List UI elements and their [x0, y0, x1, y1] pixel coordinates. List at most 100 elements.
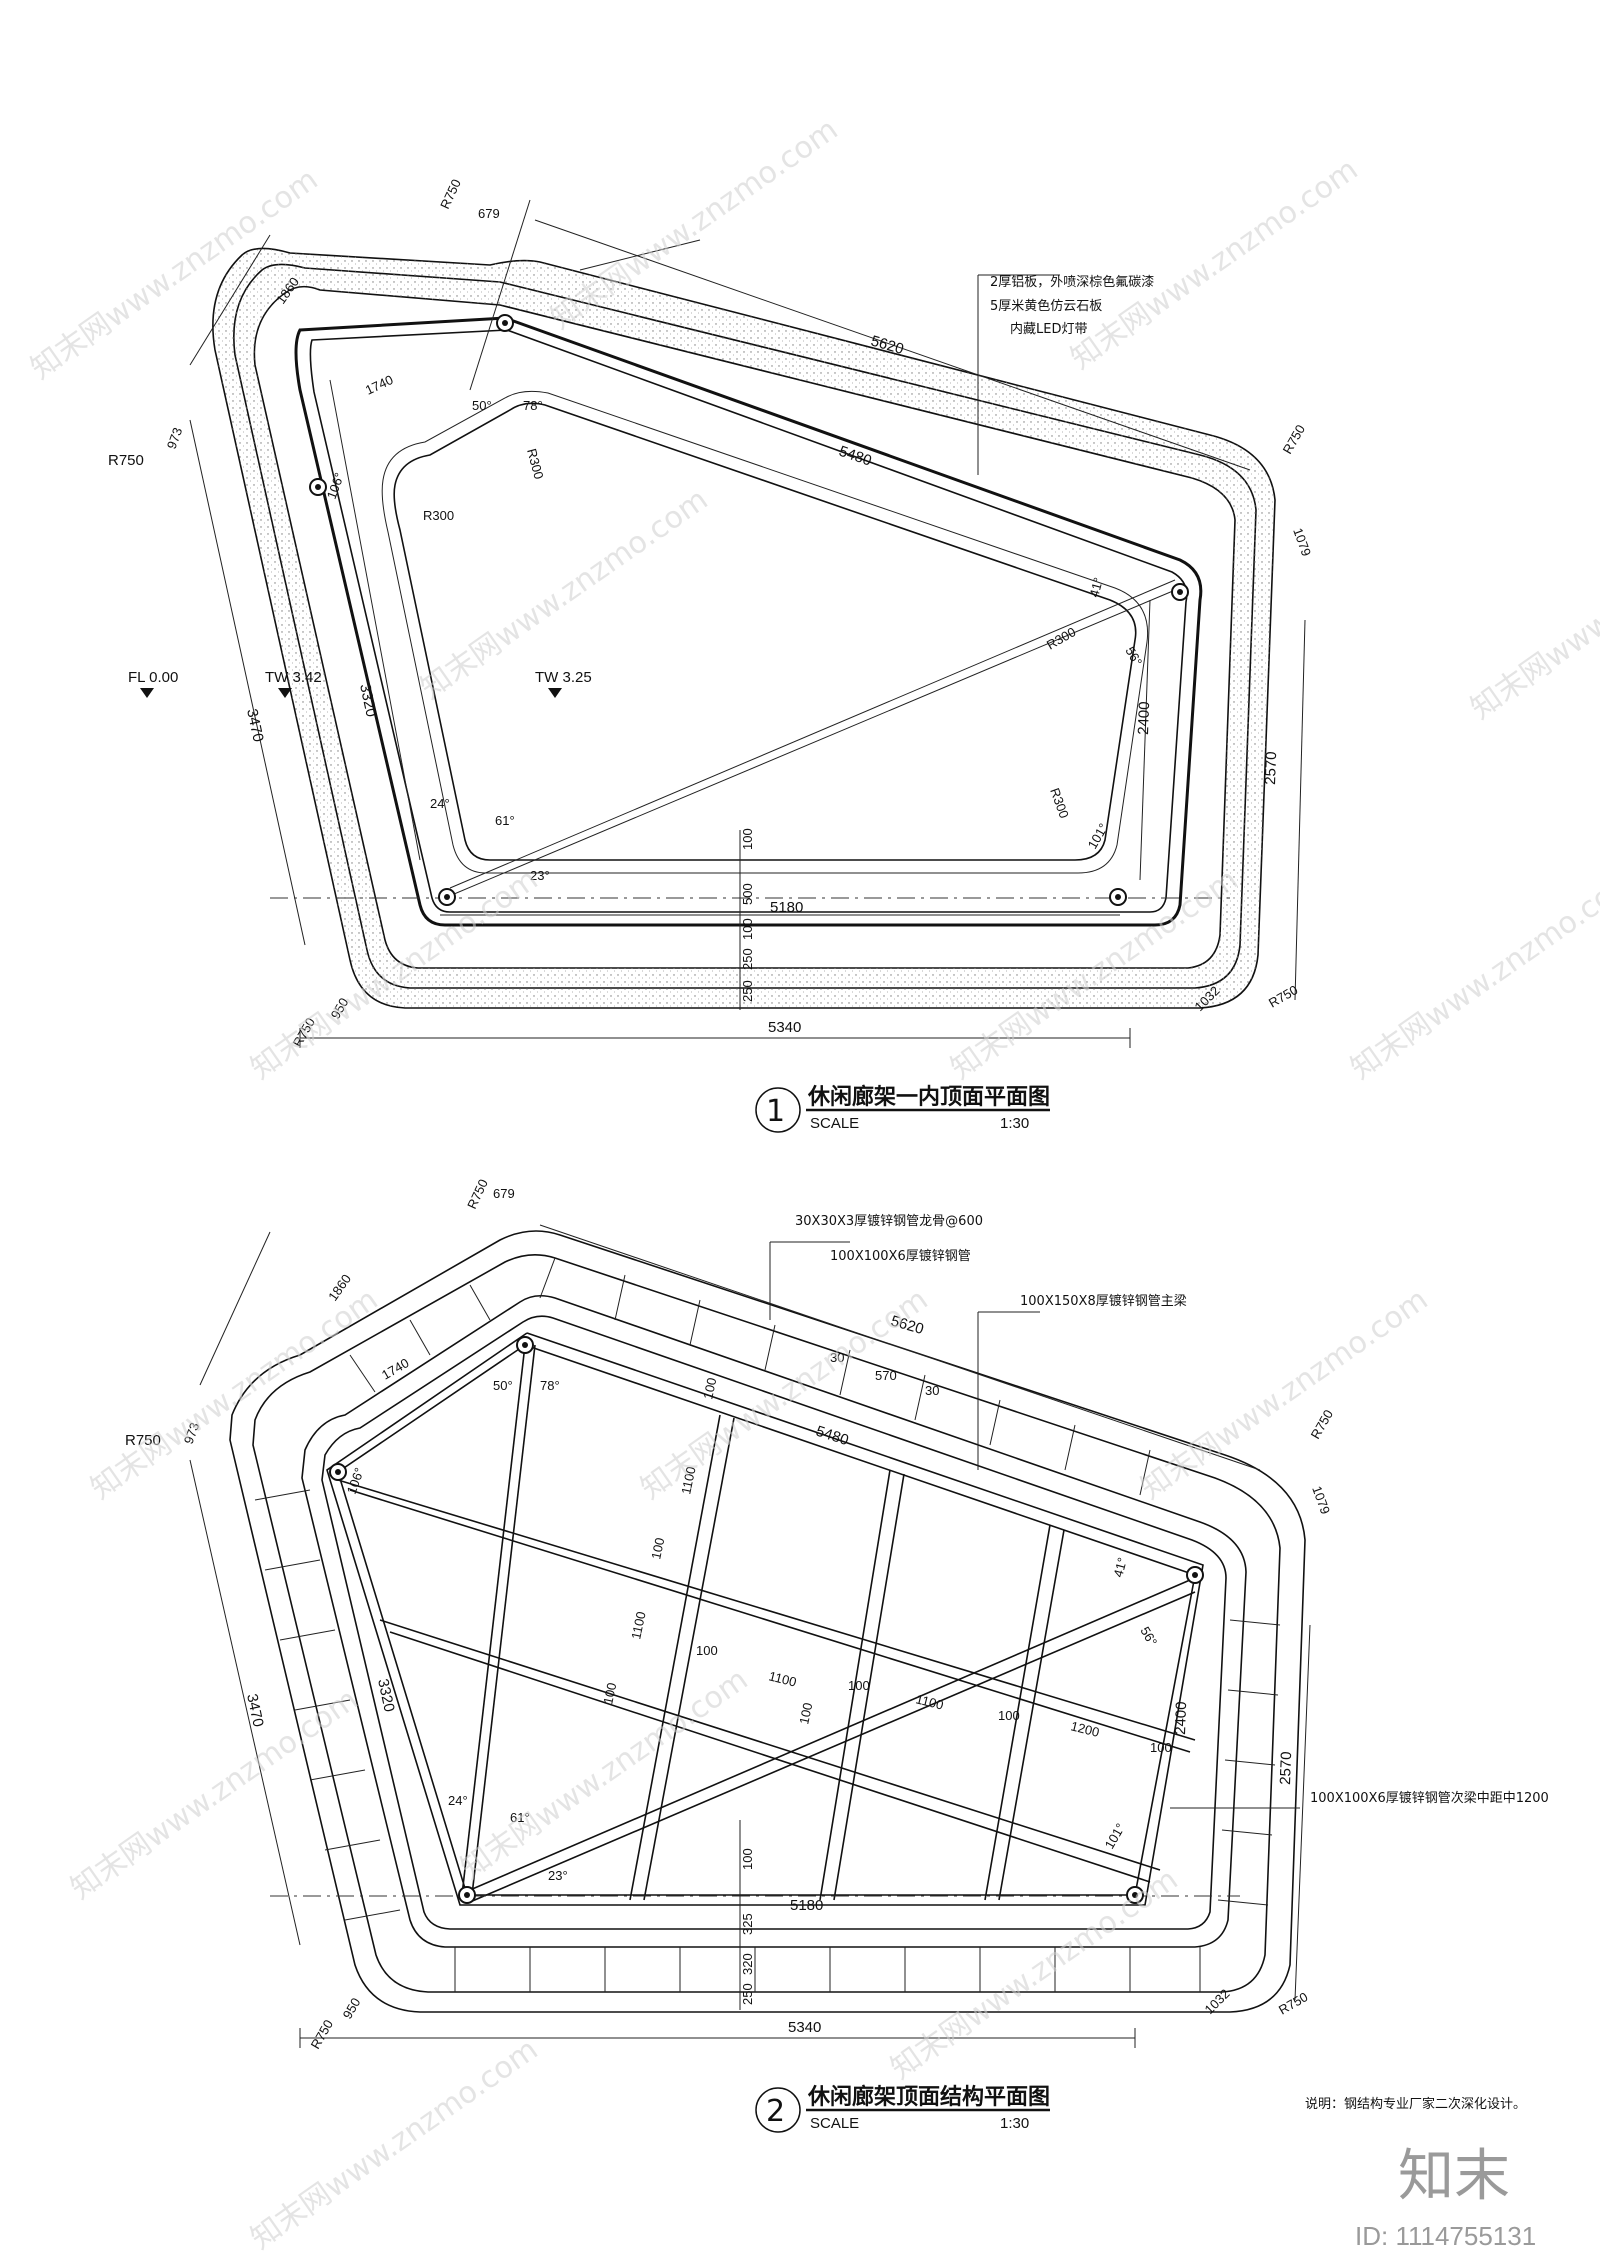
plan1-dimension-lines	[189, 199, 1306, 1048]
dim-label: R750	[125, 1432, 161, 1449]
watermark-text: 知末网www.znzmo.com	[1345, 862, 1600, 1087]
dim-label: 1740	[363, 372, 396, 398]
plan1-scale: 1:30	[1000, 1115, 1029, 1132]
dim-label: 5340	[768, 1019, 801, 1036]
plan1-inner-panel-2	[381, 390, 1149, 874]
plan2-secondary-beams	[337, 1344, 1196, 1903]
dim-label: 100	[998, 1708, 1020, 1723]
dim-label: 100	[600, 1681, 619, 1705]
dim-label: 100	[1150, 1740, 1172, 1755]
angle-label: 56°	[1122, 644, 1145, 669]
brand-logo-text: 知末	[1398, 2144, 1510, 2209]
dim-label: R750	[437, 177, 464, 212]
plan2-dimension-lines	[189, 1224, 1311, 2048]
plan2-title-block: 2 休闲廊架顶面结构平面图 SCALE 1:30	[755, 2084, 1050, 2133]
dim-label: 100	[848, 1678, 870, 1693]
plan1-level-marker-tw2: TW 3.25	[535, 669, 592, 698]
angle-label: 24°	[430, 796, 450, 811]
dim-label: R750	[108, 452, 144, 469]
plan2-column-a	[516, 1336, 534, 1354]
dim-label: 3470	[243, 707, 267, 743]
plan2-note: 100X150X8厚镀锌钢管主梁	[1020, 1293, 1187, 1309]
angle-label: 50°	[493, 1378, 513, 1393]
dim-label: R300	[423, 508, 454, 523]
dim-label: 100	[740, 918, 755, 940]
dim-label: 1079	[1309, 1484, 1333, 1516]
dim-label: 2570	[1262, 751, 1280, 785]
plan1-level-marker-tw1: TW 3.42	[265, 669, 322, 698]
dim-label: 100	[700, 1376, 719, 1400]
dim-label: 325	[740, 1913, 755, 1935]
dim-label: 3320	[356, 682, 380, 718]
plan1-column-c	[1171, 583, 1189, 601]
dim-label: 100	[740, 828, 755, 850]
plan2-outer-edge	[229, 1230, 1306, 2013]
plan2-main-beams	[326, 1332, 1204, 1906]
plan2-remark: 说明：钢结构专业厂家二次深化设计。	[1305, 2096, 1526, 2112]
dim-label: R750	[308, 2017, 337, 2051]
angle-label: 78°	[523, 398, 543, 413]
dim-label: 973	[181, 1421, 203, 1447]
angle-label: 23°	[530, 868, 550, 883]
watermark-text: 知末网www.znzmo.com	[1135, 1282, 1435, 1507]
level-tw1-label: TW 3.42	[265, 669, 322, 686]
dim-label: 5180	[770, 899, 803, 916]
angle-label: 78°	[540, 1378, 560, 1393]
plan2-perimeter-ribs	[254, 1257, 1281, 1992]
plan1-title: 休闲廊架一内顶面平面图	[807, 1084, 1050, 1110]
plan2-column-e	[1126, 1886, 1144, 1904]
plan2-scale: 1:30	[1000, 2115, 1029, 2132]
dim-label: 500	[740, 883, 755, 905]
plan1-diagonal-brace-2	[449, 579, 1176, 889]
dim-label: 679	[493, 1186, 515, 1201]
plan1-column-d	[438, 888, 456, 906]
plan1-inner-panel	[393, 402, 1137, 861]
dim-label: 570	[875, 1368, 897, 1383]
level-fl-label: FL 0.00	[128, 669, 178, 686]
plan-1-reflected-ceiling: FL 0.00 TW 3.42 TW 3.25 R750 679 1860 17…	[108, 177, 1314, 1133]
plan2-inner-edge	[301, 1294, 1247, 1948]
dim-label: 250	[740, 980, 755, 1002]
plan1-note: 内藏LED灯带	[1010, 321, 1087, 337]
plan2-title: 休闲廊架顶面结构平面图	[807, 2084, 1050, 2110]
dim-label: 1100	[767, 1668, 798, 1689]
dim-label: 1079	[1290, 526, 1314, 558]
dim-label: 100	[696, 1643, 718, 1658]
dim-label: R300	[524, 447, 547, 481]
plan2-outer-edge-2	[252, 1254, 1281, 1993]
plan1-note: 5厚米黄色仿云石板	[990, 298, 1102, 314]
angle-label: 41°	[1086, 576, 1106, 599]
watermark-text: 知末网www.znzmo.com	[1465, 502, 1600, 727]
angle-label: 61°	[510, 1810, 530, 1825]
image-id-label: ID: 1114755131	[1355, 2221, 1536, 2251]
dim-label: 3320	[374, 1677, 398, 1713]
angle-label: 101°	[1102, 1821, 1128, 1852]
dim-label: 1100	[628, 1610, 648, 1640]
plan1-column-a	[496, 314, 514, 332]
watermark-text: 知末网www.znzmo.com	[245, 2032, 545, 2257]
plan1-beam-frame	[294, 316, 1203, 927]
angle-label: 24°	[448, 1793, 468, 1808]
dim-label: 100	[740, 1848, 755, 1870]
dim-label: 250	[740, 948, 755, 970]
plan1-title-block: 1 休闲廊架一内顶面平面图 SCALE 1:30	[755, 1084, 1050, 1133]
plan2-scale-label: SCALE	[810, 2115, 859, 2132]
plan2-number: 2	[766, 2094, 785, 2129]
dim-label: 950	[340, 1995, 364, 2021]
angle-label: 106°	[344, 1466, 367, 1496]
dim-label: 2400	[1135, 701, 1153, 735]
dim-label: 30	[925, 1383, 939, 1398]
watermark-text: 知末网www.znzmo.com	[1065, 152, 1365, 377]
dim-label: 5340	[788, 2019, 821, 2036]
plan1-scale-label: SCALE	[810, 1115, 859, 1132]
dim-label: R300	[1047, 786, 1072, 820]
plan1-level-marker-fl: FL 0.00	[128, 669, 178, 698]
dim-label: 30	[830, 1350, 844, 1365]
dim-label: 1100	[914, 1691, 945, 1712]
dim-label: 2400	[1172, 1701, 1190, 1735]
dim-label: 5480	[814, 1423, 851, 1449]
dim-label: 250	[740, 1983, 755, 2005]
dim-label: 3470	[243, 1692, 267, 1728]
plan1-note: 2厚铝板，外喷深棕色氟碳漆	[990, 274, 1154, 290]
